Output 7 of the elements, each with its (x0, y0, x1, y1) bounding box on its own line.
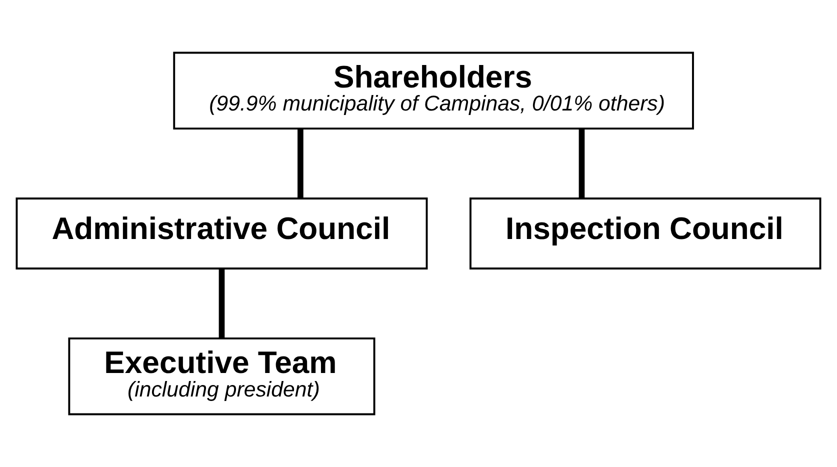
connector (578, 128, 585, 198)
connector (218, 268, 225, 338)
node-box: Executive Team (including president) (68, 337, 376, 416)
node-box: Shareholders (99.9% municipality of Campinas, 0/01% others) (173, 52, 694, 130)
connector (298, 128, 304, 198)
node-box: Administrative Council (16, 198, 428, 270)
node-box: Inspection Council (470, 198, 822, 270)
